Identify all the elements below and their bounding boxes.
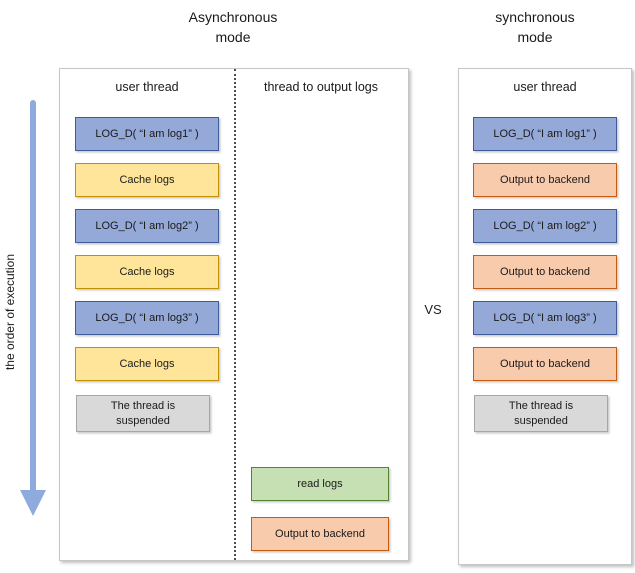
synchronous-panel: user thread LOG_D( “I am log1” ) Output … xyxy=(458,68,632,565)
arrow-shaft xyxy=(30,100,36,492)
sync-thread-suspended-box: The thread is suspended xyxy=(474,395,608,432)
execution-order-arrow-icon xyxy=(20,100,46,516)
sync-log2-box: LOG_D( “I am log2” ) xyxy=(473,209,617,243)
async-output-thread-header: thread to output logs xyxy=(264,80,378,94)
execution-order-label: the order of execution xyxy=(3,253,17,371)
thread-divider-dotted-line xyxy=(234,69,236,560)
asynchronous-mode-title: Asynchronous mode xyxy=(188,9,278,46)
sync-output-backend-box: Output to backend xyxy=(473,347,617,381)
sync-output-backend-box: Output to backend xyxy=(473,163,617,197)
vs-label: VS xyxy=(424,302,442,317)
async-log1-box: LOG_D( “I am log1” ) xyxy=(75,117,219,151)
async-read-logs-box: read logs xyxy=(251,467,389,501)
async-log2-box: LOG_D( “I am log2” ) xyxy=(75,209,219,243)
sync-output-backend-box: Output to backend xyxy=(473,255,617,289)
arrow-head-icon xyxy=(20,490,46,516)
sync-log3-box: LOG_D( “I am log3” ) xyxy=(473,301,617,335)
async-user-thread-header: user thread xyxy=(115,80,179,94)
async-cache-logs-box: Cache logs xyxy=(75,347,219,381)
async-cache-logs-box: Cache logs xyxy=(75,255,219,289)
async-output-backend-box: Output to backend xyxy=(251,517,389,551)
async-cache-logs-box: Cache logs xyxy=(75,163,219,197)
async-thread-suspended-box: The thread is suspended xyxy=(76,395,210,432)
sync-user-thread-header: user thread xyxy=(513,80,577,94)
sync-log1-box: LOG_D( “I am log1” ) xyxy=(473,117,617,151)
synchronous-mode-title: synchronous mode xyxy=(495,9,575,46)
asynchronous-panel: user thread thread to output logs LOG_D(… xyxy=(59,68,409,561)
async-log3-box: LOG_D( “I am log3” ) xyxy=(75,301,219,335)
